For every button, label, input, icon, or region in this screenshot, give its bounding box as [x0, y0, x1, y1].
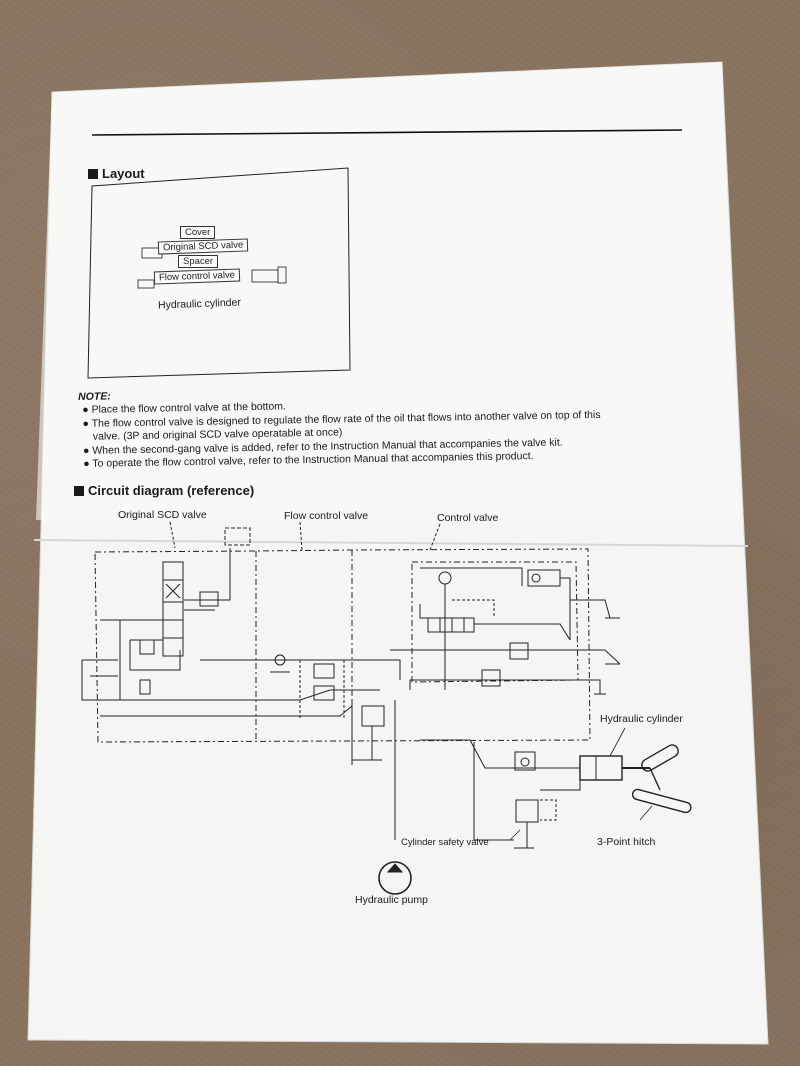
- circuit-label-hydraulic-cylinder: Hydraulic cylinder: [600, 713, 683, 725]
- top-rule: [91, 129, 683, 136]
- circuit-heading-text: Circuit diagram (reference): [88, 483, 255, 498]
- note-heading: NOTE:: [78, 390, 111, 403]
- circuit-label-cylinder-safety-valve: Cylinder safety valve: [401, 837, 489, 848]
- layout-heading-text: Layout: [102, 166, 145, 181]
- circuit-heading: Circuit diagram (reference): [74, 483, 254, 498]
- circuit-label-hydraulic-pump: Hydraulic pump: [355, 894, 428, 906]
- circuit-label-original-scd-valve: Original SCD valve: [118, 509, 207, 521]
- circuit-diagram: [81, 521, 692, 895]
- circuit-label-control-valve: Control valve: [437, 512, 499, 524]
- note-block: NOTE: ● Place the flow control valve at …: [78, 382, 601, 472]
- layout-label-cover: Cover: [180, 226, 216, 239]
- circuit-label-three-point-hitch: 3-Point hitch: [597, 836, 656, 848]
- hydraulic-pump-symbol: [378, 861, 412, 895]
- layout-heading: Layout: [88, 166, 145, 181]
- layout-box: [87, 167, 351, 379]
- circuit-label-flow-control-valve: Flow control valve: [284, 510, 369, 522]
- fold-crease: [33, 539, 749, 547]
- valve-assembly-outline: [94, 548, 591, 743]
- layout-label-spacer: Spacer: [178, 255, 219, 268]
- three-point-hitch-symbol: [631, 744, 692, 821]
